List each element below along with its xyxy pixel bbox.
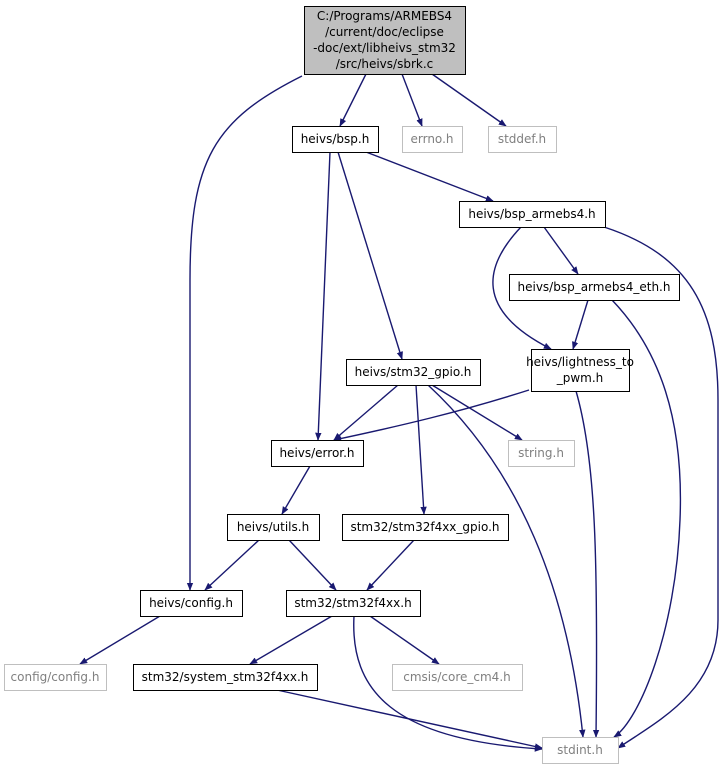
edge-config-to-cfgcfg	[79, 615, 161, 665]
node-label: heivs/error.h	[279, 446, 354, 460]
node-cmsis-core-cm4-h: cmsis/core_cm4.h	[392, 664, 523, 691]
node-heivs-config-h[interactable]: heivs/config.h	[140, 590, 243, 617]
edge-f4xx-to-core_cm4	[369, 615, 440, 665]
edge-stm32_gpio-to-stdint	[427, 384, 586, 738]
node-heivs-error-h[interactable]: heivs/error.h	[271, 440, 364, 467]
edge-utils-to-f4xx	[288, 539, 337, 591]
edge-system-to-stdint	[276, 689, 543, 750]
node-string-h: string.h	[508, 440, 575, 467]
node-heivs-utils-h[interactable]: heivs/utils.h	[227, 514, 320, 541]
node-label: C:/Programs/ARMEBS4/current/doc/eclipse-…	[313, 9, 456, 71]
node-box	[402, 126, 463, 153]
node-box	[133, 664, 318, 691]
edge-bsp_armebs4-to-stdint	[603, 226, 719, 749]
edge-root-to-errno	[401, 73, 423, 127]
node-box	[304, 6, 466, 75]
node-box	[286, 590, 421, 617]
edge-root-to-bsp	[339, 73, 367, 127]
node-stm32-system-stm32f4xx-h[interactable]: stm32/system_stm32f4xx.h	[133, 664, 318, 691]
node-box	[346, 359, 481, 386]
node-stdint-h: stdint.h	[542, 737, 619, 764]
node-label: heivs/bsp_armebs4_eth.h	[518, 280, 671, 294]
edge-bsp-to-stm32_gpio	[337, 151, 403, 360]
node-box	[509, 274, 680, 301]
node-box	[227, 514, 320, 541]
edge-bsp-to-error	[315, 151, 331, 441]
edge-bsp_armebs4_eth-to-lightness	[572, 299, 589, 350]
edges-layer	[79, 73, 719, 752]
node-box	[531, 349, 630, 392]
node-box	[488, 126, 557, 153]
node-heivs-stm32-gpio-h[interactable]: heivs/stm32_gpio.h	[346, 359, 481, 386]
node-label: cmsis/core_cm4.h	[403, 670, 511, 684]
edge-error-to-utils	[281, 465, 311, 515]
node-label: heivs/stm32_gpio.h	[355, 365, 472, 379]
node-label: stdint.h	[557, 743, 603, 757]
node-box	[271, 440, 364, 467]
node-box	[459, 201, 606, 228]
edge-root-to-stddef	[431, 73, 507, 127]
node-stm32-stm32f4xx-gpio-h[interactable]: stm32/stm32f4xx_gpio.h	[342, 514, 509, 541]
node-label: errno.h	[411, 132, 454, 146]
node-box	[508, 440, 575, 467]
edge-bsp_armebs4_eth-to-stdint	[611, 299, 682, 738]
node-heivs-lightness-to-pwm-h[interactable]: heivs/lightness_to_pwm.h	[526, 349, 634, 392]
edge-stm32_gpio-to-error	[333, 384, 399, 441]
edge-lightness-to-error	[333, 389, 530, 442]
edge-stm32_gpio-to-string	[431, 384, 523, 441]
edge-utils-to-config	[204, 539, 260, 591]
node-box	[292, 126, 379, 153]
edge-f4xx_gpio-to-f4xx	[366, 539, 415, 591]
node-stm32-stm32f4xx-h[interactable]: stm32/stm32f4xx.h	[286, 590, 421, 617]
edge-f4xx-to-system	[249, 615, 333, 665]
node-heivs-bsp-h[interactable]: heivs/bsp.h	[292, 126, 379, 153]
edge-root-to-config	[186, 75, 303, 591]
root-node: C:/Programs/ARMEBS4/current/doc/eclipse-…	[304, 6, 466, 75]
edge-bsp_armebs4-to-bsp_armebs4_eth	[543, 226, 579, 275]
node-label: string.h	[518, 446, 564, 460]
node-heivs-bsp-armebs4-h[interactable]: heivs/bsp_armebs4.h	[459, 201, 606, 228]
node-label: stddef.h	[498, 132, 546, 146]
node-heivs-bsp-armebs4-eth-h[interactable]: heivs/bsp_armebs4_eth.h	[509, 274, 680, 301]
edge-bsp-to-bsp_armebs4	[365, 151, 494, 202]
node-box	[4, 664, 107, 691]
node-config-config-h: config/config.h	[4, 664, 107, 691]
node-label: stm32/system_stm32f4xx.h	[142, 670, 309, 684]
node-label: heivs/bsp_armebs4.h	[468, 207, 595, 221]
nodes-layer: C:/Programs/ARMEBS4/current/doc/eclipse-…	[4, 6, 680, 764]
node-box	[542, 737, 619, 764]
node-label: config/config.h	[11, 670, 100, 684]
node-label: heivs/utils.h	[237, 520, 309, 534]
node-box	[140, 590, 243, 617]
edge-f4xx-to-stdint	[353, 615, 543, 752]
edge-bsp_armebs4-to-lightness	[492, 226, 552, 350]
edge-lightness-to-stdint	[575, 390, 600, 738]
node-label: heivs/lightness_to_pwm.h	[526, 355, 634, 385]
node-box	[392, 664, 523, 691]
edge-stm32_gpio-to-f4xx_gpio	[415, 384, 427, 515]
node-errno-h: errno.h	[402, 126, 463, 153]
node-label: stm32/stm32f4xx_gpio.h	[350, 520, 499, 534]
node-stddef-h: stddef.h	[488, 126, 557, 153]
node-label: heivs/config.h	[149, 596, 233, 610]
node-label: heivs/bsp.h	[301, 132, 370, 146]
node-label: stm32/stm32f4xx.h	[294, 596, 411, 610]
node-box	[342, 514, 509, 541]
